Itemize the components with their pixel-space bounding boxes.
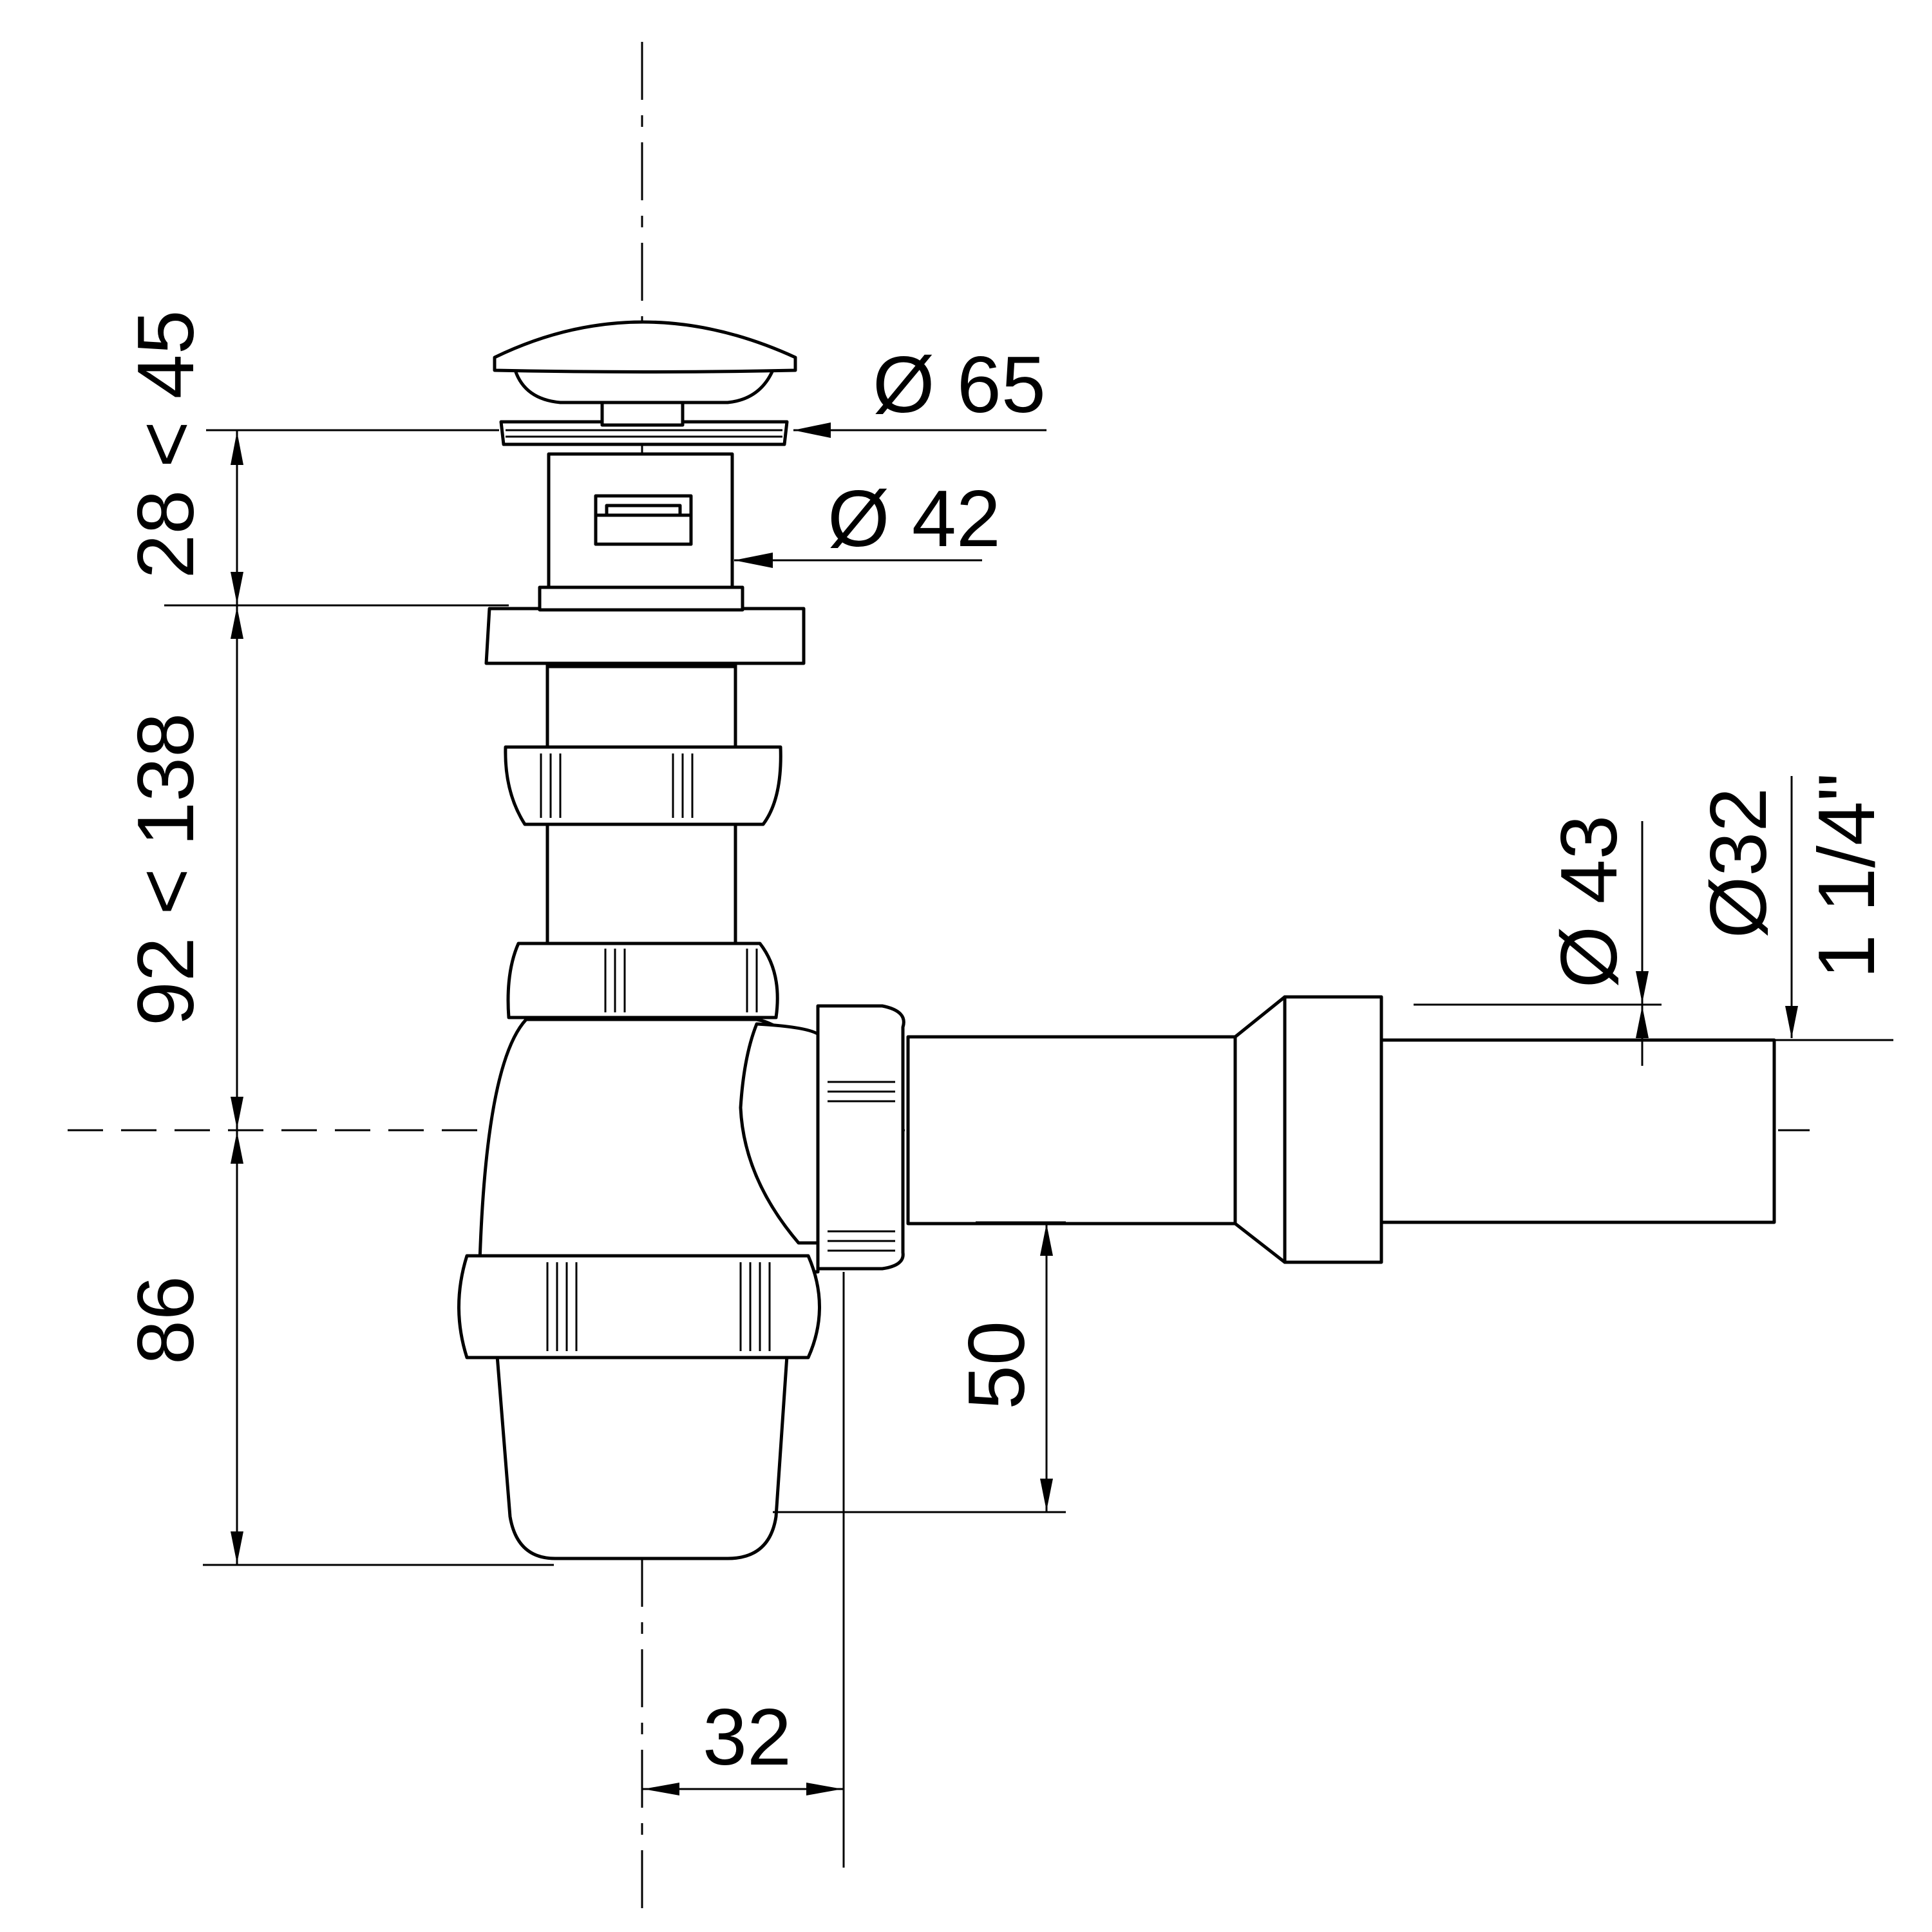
upper-union-nut [504,745,782,826]
label-body-height: 92 < 138 [122,713,211,1026]
bottle-cup [495,1354,789,1560]
wall-pipe [1379,1038,1776,1224]
label-plug-diameter: Ø 65 [873,341,1046,430]
outlet-nut-grip-ribs [828,1081,895,1252]
label-thread-size: 1 1/4" [1803,773,1891,979]
arrow-outlet-height-bottom [1040,1479,1053,1511]
bottle-body [457,1018,823,1560]
arrow-diameter-43-down [1636,971,1649,1003]
label-diameter-32: Ø32 [1694,788,1783,938]
waste-valve [484,320,806,665]
arrow-outlet-height-top [1040,1224,1053,1256]
outlet-pipe [816,995,1776,1271]
dimension-lines [164,422,1893,1868]
valve-window-lower [594,513,693,546]
arrow-trap-bottom [231,1531,243,1564]
dimension-labels-horizontal: Ø 65 Ø 42 32 [703,341,1046,1782]
arrow-flange-up [231,572,243,604]
pipe-sleeve [1283,995,1383,1264]
arrow-axis-up [231,1097,243,1129]
arrow-diameter-43-up [1636,1006,1649,1038]
arrow-offset-left [643,1783,679,1795]
middle-union-nut [506,942,779,1019]
outlet-pipe-section [906,1035,1238,1226]
label-body-diameter: Ø 42 [828,475,1001,564]
arrow-diameter-32 [1785,1006,1798,1038]
label-plug-height: 28 < 45 [122,310,211,578]
plug-cap [493,320,797,374]
plug-seat [499,420,789,446]
lower-union-nut [457,1254,821,1359]
arrow-axis-down [231,1132,243,1164]
pipe-reducer [1233,995,1287,1264]
arrow-offset-right [806,1783,842,1795]
upper-nut-grip-ribs [540,753,694,818]
outlet-connector [739,1022,823,1245]
label-trap-depth: 86 [122,1276,211,1365]
arrow-diameter-42 [734,553,773,568]
valve-collar [538,585,744,612]
middle-nut-grip-ribs [604,949,758,1012]
label-outlet-height: 50 [952,1321,1041,1410]
arrow-flange-down [231,607,243,639]
arrow-plug-top [231,431,243,465]
waste-flange [484,607,806,665]
label-diameter-43: Ø 43 [1545,815,1634,989]
upper-pipe [545,665,737,752]
arrow-diameter-65 [793,422,831,438]
label-outlet-offset: 32 [703,1693,791,1782]
outlet-union-nut [816,1004,905,1271]
lower-nut-grip-ribs [546,1262,771,1351]
riser-tube [504,658,782,1019]
dimension-labels: 28 < 45 92 < 138 86 50 Ø 43 Ø32 1 1/4" [122,310,1891,1410]
plug-cap-underside [513,368,775,404]
